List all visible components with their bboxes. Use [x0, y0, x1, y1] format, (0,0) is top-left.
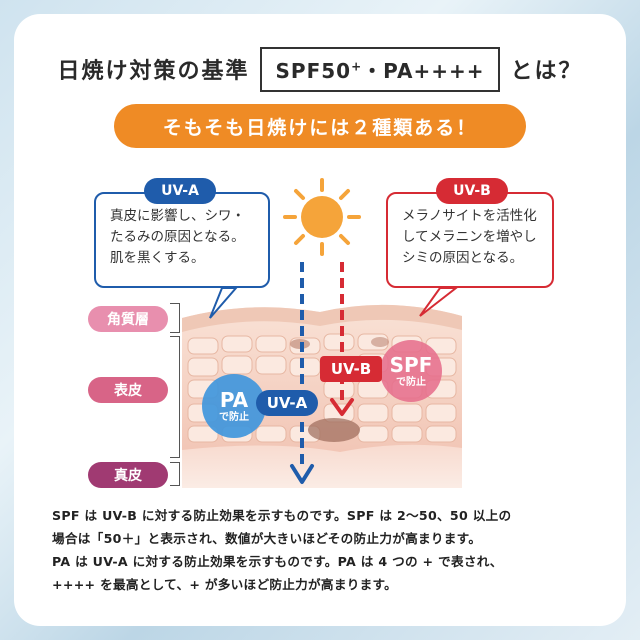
corneum-layer [182, 304, 462, 332]
uva-ray-arrowhead [290, 464, 314, 484]
title-spf: SPF50 [275, 58, 352, 83]
uvb-ray-arrowhead [330, 398, 354, 416]
uva-ray-tag: UV-A [256, 390, 318, 416]
uvb-bubble-tail [419, 287, 459, 317]
layer-label-corneum: 角質層 [88, 306, 168, 332]
spf-badge-caption: で防止 [396, 376, 426, 388]
uvb-label: UV-B [436, 178, 508, 204]
epidermis-bracket [170, 336, 180, 458]
pa-badge-title: PA [219, 387, 249, 412]
uva-line-2: たるみの原因となる。 [110, 229, 245, 245]
melanocyte [308, 418, 360, 442]
explanation-line-4: ++++ を最高として、+ が多いほど防止力が高まります。 [52, 577, 398, 592]
uvb-line-3: シミの原因となる。 [402, 250, 524, 266]
pa-badge-caption: で防止 [219, 411, 249, 423]
spf-badge-title: SPF [389, 352, 433, 377]
explanation-line-1: SPF は UV-B に対する防止効果を示すものです。SPF は 2～50、50… [52, 508, 512, 523]
uvb-description-bubble: メラノサイトを活性化 してメラニンを増やし シミの原因となる。 [386, 192, 554, 288]
explanation-text: SPF は UV-B に対する防止効果を示すものです。SPF は 2～50、50… [52, 504, 600, 596]
layer-label-epidermis: 表皮 [88, 377, 168, 403]
uva-description-bubble: 真皮に影響し、シワ・ たるみの原因となる。 肌を黒くする。 [94, 192, 270, 288]
uva-bubble-tail [209, 287, 239, 319]
subtitle-banner: そもそも日焼けには２種類ある！ [114, 104, 526, 148]
corneum-bracket [170, 303, 180, 333]
uvb-line-2: してメラニンを増やし [402, 229, 537, 245]
uvb-ray-tag: UV-B [320, 356, 382, 382]
page-title: 日焼け対策の基準 SPF50+・PA++++ とは？ [0, 44, 640, 94]
title-spf-plus: + [351, 58, 363, 73]
title-standard-box: SPF50+・PA++++ [259, 46, 501, 92]
dermis-bracket [170, 462, 180, 486]
uva-line-3: 肌を黒くする。 [110, 250, 205, 266]
title-suffix: とは？ [510, 59, 583, 84]
explanation-line-3: PA は UV-A に対する防止効果を示すものです。PA は 4 つの + で表… [52, 554, 503, 569]
uva-line-1: 真皮に影響し、シワ・ [110, 208, 245, 224]
title-pa: ・PA++++ [362, 58, 485, 83]
explanation-line-2: 場合は「50＋」と表示され、数値が大きいほどその防止力が高まります。 [52, 531, 482, 546]
layer-label-dermis: 真皮 [88, 462, 168, 488]
sun-icon [283, 178, 361, 256]
pa-protection-badge: PA で防止 [202, 374, 266, 438]
spf-protection-badge: SPF で防止 [380, 340, 442, 402]
title-prefix: 日焼け対策の基準 [57, 59, 250, 84]
uva-label: UV-A [144, 178, 216, 204]
uvb-line-1: メラノサイトを活性化 [402, 208, 537, 224]
